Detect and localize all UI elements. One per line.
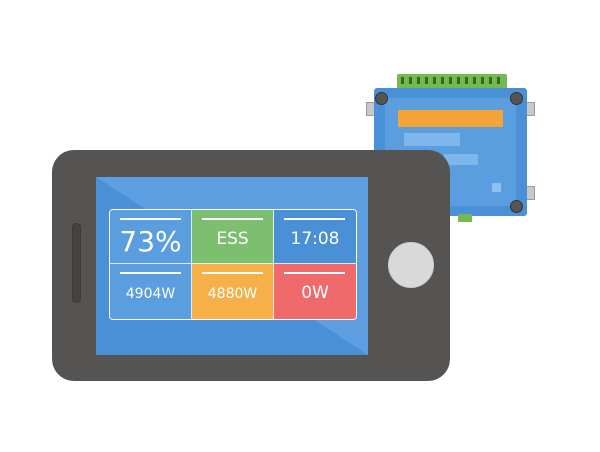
tile-bar bbox=[284, 218, 345, 220]
gx-label-block bbox=[404, 133, 460, 146]
time-value: 17:08 bbox=[290, 229, 340, 249]
grid-value: 0W bbox=[301, 283, 329, 303]
battery-value: 4880W bbox=[207, 286, 258, 302]
tile-mode[interactable]: ESS bbox=[192, 210, 274, 264]
pv-value: 4904W bbox=[125, 286, 176, 302]
tile-bar bbox=[120, 218, 181, 220]
dashboard-grid: 73% ESS 17:08 4904W 4880W 0W bbox=[109, 209, 357, 320]
terminal-pin bbox=[489, 77, 492, 84]
gx-led bbox=[492, 183, 501, 192]
terminal-pin bbox=[417, 77, 420, 84]
terminal-pin bbox=[449, 77, 452, 84]
mode-value: ESS bbox=[216, 229, 249, 249]
terminal-block-small bbox=[458, 214, 472, 222]
tile-bar bbox=[120, 272, 181, 274]
soc-value: 73% bbox=[119, 225, 182, 258]
tile-time[interactable]: 17:08 bbox=[274, 210, 356, 264]
tile-bar bbox=[284, 272, 345, 274]
tile-grid[interactable]: 0W bbox=[274, 264, 356, 319]
gx-label-block bbox=[444, 154, 478, 165]
screw-icon bbox=[510, 92, 523, 105]
terminal-pin bbox=[481, 77, 484, 84]
tile-pv[interactable]: 4904W bbox=[110, 264, 192, 319]
terminal-pin bbox=[425, 77, 428, 84]
tile-bar bbox=[202, 272, 263, 274]
tile-bar bbox=[202, 218, 263, 220]
terminal-pin bbox=[409, 77, 412, 84]
terminal-pin bbox=[433, 77, 436, 84]
terminal-pin bbox=[473, 77, 476, 84]
terminal-block bbox=[397, 74, 507, 89]
screw-icon bbox=[510, 200, 523, 213]
terminal-pin bbox=[457, 77, 460, 84]
tile-battery[interactable]: 4880W bbox=[192, 264, 274, 319]
phone-speaker bbox=[72, 223, 81, 303]
tile-soc[interactable]: 73% bbox=[110, 210, 192, 264]
terminal-pin bbox=[401, 77, 404, 84]
gx-display-bar bbox=[398, 110, 503, 127]
screw-icon bbox=[375, 92, 388, 105]
home-button-icon[interactable] bbox=[388, 242, 434, 288]
terminal-pin bbox=[497, 77, 500, 84]
terminal-pin bbox=[465, 77, 468, 84]
terminal-pin bbox=[441, 77, 444, 84]
